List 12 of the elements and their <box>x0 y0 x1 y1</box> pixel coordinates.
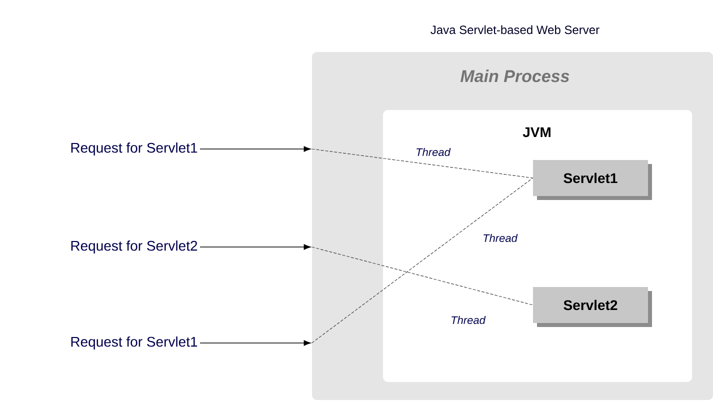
edge-label: Thread <box>484 234 518 242</box>
node-label: Java Servlet-based Web Server <box>430 25 600 34</box>
edge-label: Thread <box>416 148 451 156</box>
edge-label: Thread <box>452 316 486 324</box>
request-label: Request for Servlet1 <box>71 336 198 350</box>
request-label: Request for Servlet2 <box>71 240 198 254</box>
arrow <box>200 244 311 250</box>
servlet-box: Servlet2 <box>533 287 652 327</box>
servlet-box: Servlet1 <box>533 160 652 200</box>
arrow <box>200 340 311 346</box>
arrow <box>200 146 311 152</box>
request-label: Request for Servlet1 <box>71 142 198 156</box>
